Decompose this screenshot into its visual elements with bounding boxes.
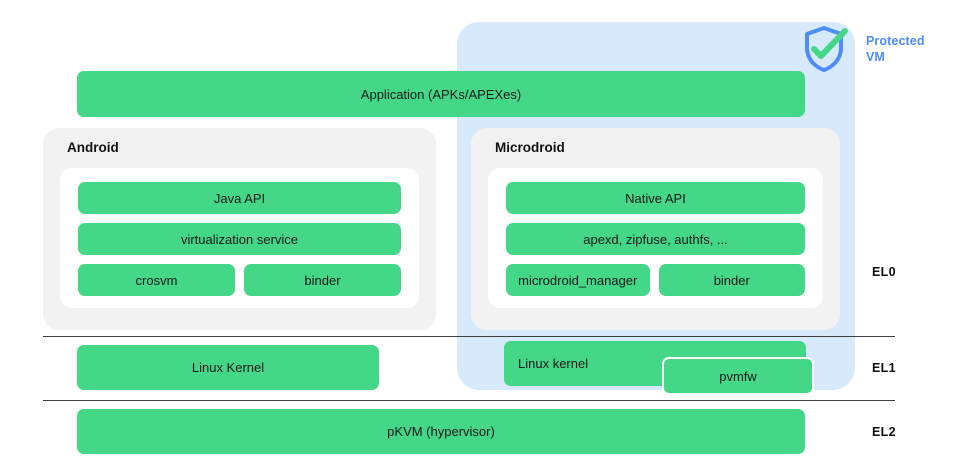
microdroid-row-1: Native API xyxy=(506,182,805,214)
pvmfw-box: pvmfw xyxy=(662,357,814,395)
crosvm-box: crosvm xyxy=(78,264,235,296)
microdroid-manager-box: microdroid_manager xyxy=(506,264,650,296)
android-row-2: virtualization service xyxy=(78,223,401,255)
java-api-box: Java API xyxy=(78,182,401,214)
shield-check-icon xyxy=(800,24,848,74)
el1-el2-separator xyxy=(43,400,895,401)
android-panel-title: Android xyxy=(67,140,119,155)
android-card: Java API virtualization service crosvm b… xyxy=(60,168,419,308)
apexd-zipfuse-authfs-box: apexd, zipfuse, authfs, ... xyxy=(506,223,805,255)
microdroid-card: Native API apexd, zipfuse, authfs, ... m… xyxy=(488,168,823,308)
android-row-3: crosvm binder xyxy=(78,264,401,296)
protected-vm-label-line2: VM xyxy=(866,50,885,64)
android-binder-box: binder xyxy=(244,264,401,296)
microdroid-panel: Microdroid Native API apexd, zipfuse, au… xyxy=(471,128,840,330)
exception-level-el1-label: EL1 xyxy=(872,361,896,375)
el0-el1-separator xyxy=(43,336,895,337)
microdroid-panel-title: Microdroid xyxy=(495,140,565,155)
android-row-1: Java API xyxy=(78,182,401,214)
host-linux-kernel-box: Linux Kernel xyxy=(77,345,379,390)
pkvm-hypervisor-box: pKVM (hypervisor) xyxy=(77,409,805,454)
protected-vm-label-line1: Protected xyxy=(866,34,925,48)
exception-level-el0-label: EL0 xyxy=(872,265,896,279)
microdroid-row-3: microdroid_manager binder xyxy=(506,264,805,296)
microdroid-binder-box: binder xyxy=(658,264,805,296)
microdroid-row-2: apexd, zipfuse, authfs, ... xyxy=(506,223,805,255)
application-box: Application (APKs/APEXes) xyxy=(77,71,805,117)
virtualization-service-box: virtualization service xyxy=(78,223,401,255)
exception-level-el2-label: EL2 xyxy=(872,425,896,439)
native-api-box: Native API xyxy=(506,182,805,214)
protected-vm-label: Protected VM xyxy=(866,33,952,65)
android-panel: Android Java API virtualization service … xyxy=(43,128,436,330)
